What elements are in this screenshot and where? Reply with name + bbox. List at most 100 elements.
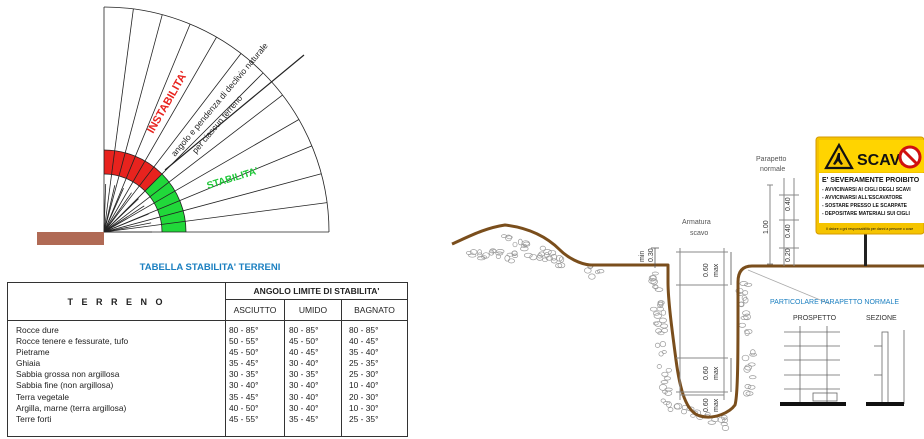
table-cell-asciutto: 40 - 50° xyxy=(229,402,259,413)
stone xyxy=(748,362,756,367)
stone xyxy=(656,364,662,369)
table-cell-bagnato: 35 - 40° xyxy=(349,347,379,358)
fan-ray xyxy=(103,119,300,233)
sign-title: SCAVI xyxy=(857,152,905,169)
table-cell-umido: 40 - 45° xyxy=(289,347,319,358)
stability-fan-diagram: INSTABILITA' STABILITA' angolo e pendenz… xyxy=(37,6,330,245)
instability-red-band xyxy=(104,149,162,232)
stone xyxy=(653,284,659,290)
stone xyxy=(596,269,605,274)
table-cell-terreno: Ghiaia xyxy=(16,358,41,369)
fan-ray xyxy=(103,94,283,233)
warning-sign: SCAVI E' SEVERAMENTE PROIBITO - AVVICINA… xyxy=(815,136,924,266)
sign-post xyxy=(864,234,867,266)
stone xyxy=(744,384,752,389)
stone xyxy=(655,328,662,334)
stone xyxy=(653,313,662,319)
table-cell-asciutto: 50 - 55° xyxy=(229,336,259,347)
stone xyxy=(482,252,490,259)
table-cell-umido: 35 - 45° xyxy=(289,413,319,424)
stone xyxy=(659,341,667,348)
prospetto-drawing xyxy=(784,326,840,405)
stone xyxy=(505,234,512,242)
stone xyxy=(550,253,558,261)
stone xyxy=(559,256,565,263)
stone xyxy=(555,263,563,269)
stone xyxy=(523,252,533,258)
stone xyxy=(648,275,657,282)
table-cell-asciutto: 45 - 50° xyxy=(229,347,259,358)
table-cell-terreno: Sabbia grossa non argillosa xyxy=(16,369,120,380)
ground-block xyxy=(37,232,104,245)
label-060-mid: 0.60 xyxy=(703,366,710,380)
table-cell-terreno: Rocce tenere e fessurate, tufo xyxy=(16,336,129,347)
stone xyxy=(658,317,667,324)
stone xyxy=(649,306,658,312)
fan-ray xyxy=(103,53,242,233)
table-cell-asciutto: 35 - 45° xyxy=(229,391,259,402)
stone xyxy=(521,244,528,248)
table-cell-terreno: Rocce dure xyxy=(16,325,59,335)
prospetto-base xyxy=(780,402,846,406)
fan-arcs xyxy=(103,6,330,233)
stone xyxy=(744,330,750,336)
stone xyxy=(667,407,674,412)
table-cell-bagnato: 10 - 30° xyxy=(349,402,379,413)
table-cell-bagnato: 80 - 85° xyxy=(349,325,379,335)
stone xyxy=(651,271,659,276)
stone xyxy=(660,380,669,385)
stability-table: T E R R E N O ANGOLO LIMITE DI STABILITA… xyxy=(7,282,408,437)
fan-arc xyxy=(103,149,187,233)
stone xyxy=(666,401,672,408)
column-umido: 80 - 85°45 - 50°40 - 45°30 - 40°30 - 35°… xyxy=(285,321,342,436)
label-040-b: 0.40 xyxy=(785,224,792,238)
stone xyxy=(663,376,671,381)
table-cell-terreno: Argilla, marne (terra argillosa) xyxy=(16,402,127,413)
table-cell-bagnato: 20 - 30° xyxy=(349,391,379,402)
table-cell-bagnato: 25 - 35° xyxy=(349,413,379,424)
sign-item-4: - DEPOSITARE MATERIALI SUI CIGLI xyxy=(822,211,910,217)
table-title: TABELLA STABILITA' TERRENI xyxy=(139,262,281,273)
table-cell-umido: 30 - 40° xyxy=(289,380,319,391)
table-cell-terreno: Terra vegetale xyxy=(16,391,70,402)
fan-ray xyxy=(103,72,264,233)
dim-ticks xyxy=(651,247,732,392)
fan-ray xyxy=(103,8,134,233)
stone xyxy=(664,390,673,396)
label-max-mid: max xyxy=(713,366,720,380)
stone xyxy=(522,241,531,247)
table-cell-umido: 45 - 50° xyxy=(289,336,319,347)
stone xyxy=(658,384,668,391)
label-100: 1.00 xyxy=(763,220,770,234)
stone xyxy=(595,269,601,275)
stone xyxy=(650,278,658,285)
sign-text-panel xyxy=(819,173,924,223)
stone xyxy=(741,295,747,301)
label-060-top: 0.60 xyxy=(703,263,710,277)
sign-item-2: - AVVICINARSI ALL'ESCAVATORE xyxy=(822,195,903,201)
label-060-bottom: 0.60 xyxy=(703,398,710,412)
fan-inner-ray xyxy=(103,192,132,233)
table-cell-bagnato: 25 - 30° xyxy=(349,369,379,380)
fan-ray xyxy=(103,14,163,233)
label-min: min xyxy=(639,251,646,262)
stone xyxy=(506,252,514,257)
stone xyxy=(660,398,666,403)
stone xyxy=(658,351,664,357)
label-scavo: scavo xyxy=(690,230,708,237)
fan-inner-ray xyxy=(103,187,124,233)
column-asciutto: 80 - 85°50 - 55°45 - 50°35 - 45°30 - 35°… xyxy=(226,321,285,436)
no-entry-bar xyxy=(901,148,919,166)
stone xyxy=(747,384,756,390)
fan-arc xyxy=(103,173,163,233)
stone xyxy=(495,253,501,259)
table-cell-umido: 80 - 85° xyxy=(289,325,319,335)
stone xyxy=(738,322,746,328)
label-max-bottom: max xyxy=(713,398,720,412)
table-cell-bagnato: 25 - 35° xyxy=(349,358,379,369)
fan-inner-ray xyxy=(103,184,107,233)
stone xyxy=(748,375,757,380)
header-angolo: ANGOLO LIMITE DI STABILITA' xyxy=(226,283,407,300)
